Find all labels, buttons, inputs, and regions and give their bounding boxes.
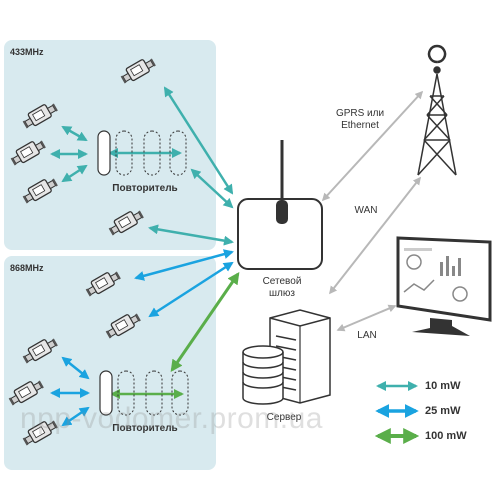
meter-icon [20, 174, 60, 206]
wan-label: WAN [354, 205, 378, 216]
meter-icon [106, 206, 146, 238]
monitor-icon [396, 236, 492, 336]
meter-icon [20, 99, 60, 131]
links-868 [50, 249, 234, 427]
legend-100mw-label: 100 mW [425, 430, 467, 442]
gateway-label: Сетевой шлюз [262, 276, 302, 299]
links-433 [50, 86, 234, 246]
repeater-868 [99, 370, 189, 416]
band-433-label: 433MHz [10, 47, 44, 57]
meter-icon [83, 267, 123, 299]
meter-icon [103, 309, 143, 341]
band-868-label: 868MHz [10, 263, 44, 273]
legend-25mw-label: 25 mW [425, 405, 461, 417]
meter-icon [118, 54, 158, 86]
watermark: npp-vodomer.prom.ua [20, 402, 323, 435]
meter-icon [20, 334, 60, 366]
repeater-433 [97, 130, 187, 176]
meter-icon [8, 136, 48, 168]
links-network [321, 90, 424, 332]
server-icon [242, 309, 331, 405]
lan-label: LAN [357, 330, 377, 341]
antenna-tower-icon [417, 44, 457, 176]
gateway-icon [237, 140, 323, 270]
links-100mw [110, 272, 240, 399]
legend-arrows [374, 381, 420, 444]
gprs-label: GPRS или Ethernet [335, 108, 385, 131]
repeater-868-label: Повторитель [112, 423, 178, 434]
repeater-433-label: Повторитель [112, 183, 178, 194]
legend-10mw-label: 10 mW [425, 380, 461, 392]
server-label: Сервер [266, 412, 302, 423]
